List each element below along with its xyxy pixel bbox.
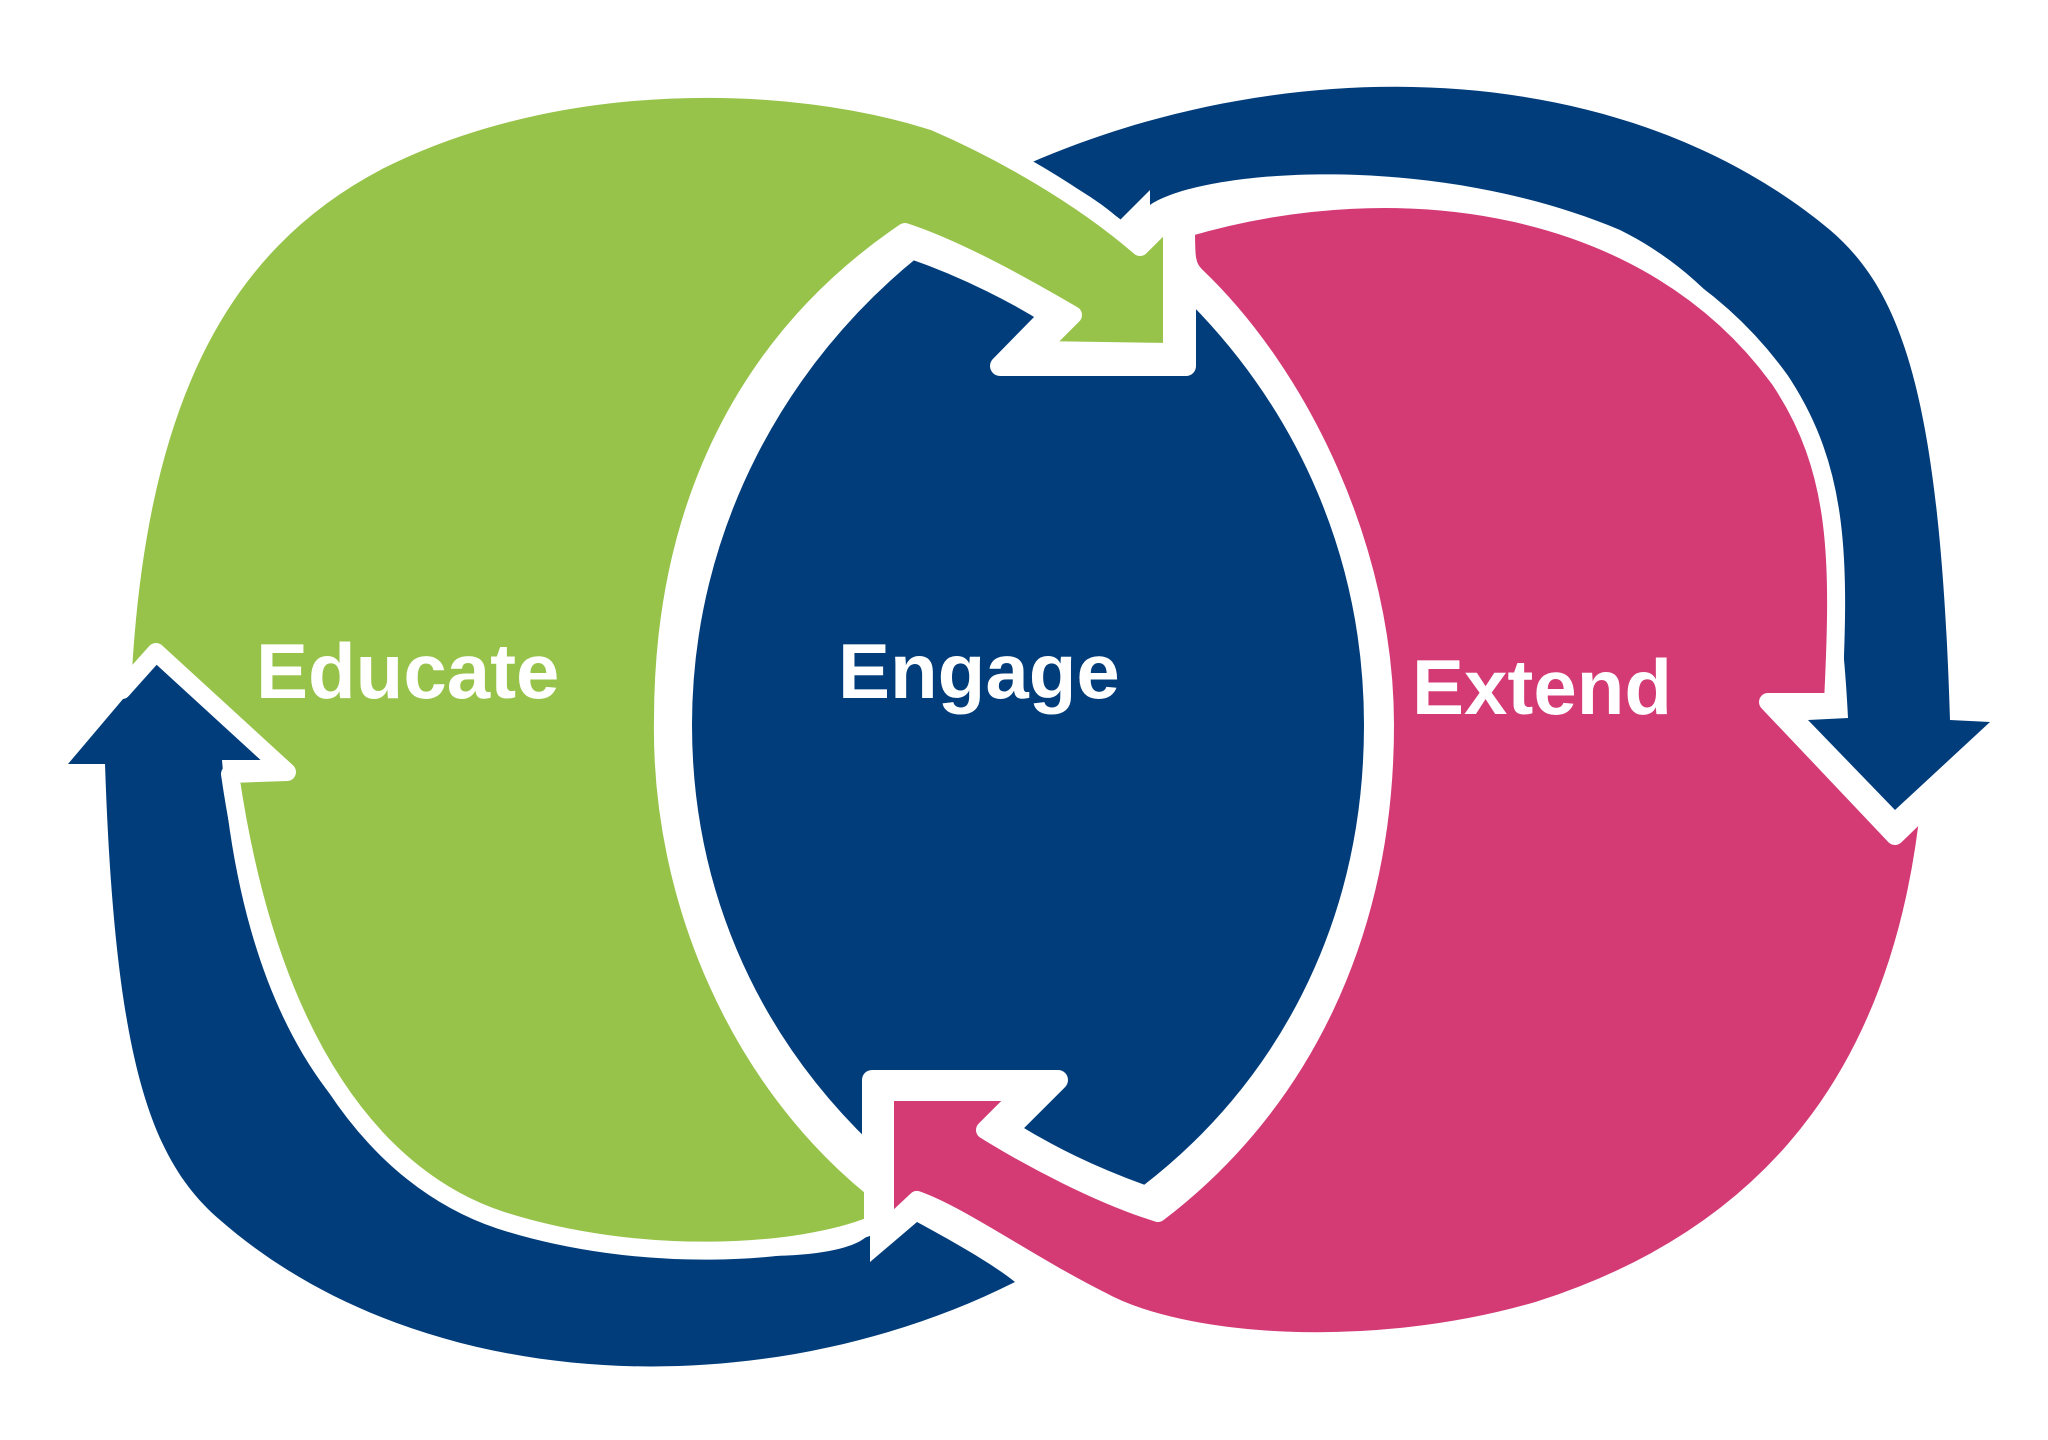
engage-label: Engage xyxy=(838,627,1120,715)
extend-label: Extend xyxy=(1412,643,1672,731)
engage-shape xyxy=(672,239,1384,1206)
cycle-arrow-top-right xyxy=(1030,86,1990,811)
cycle-arrow-bottom-left xyxy=(68,660,1015,1367)
educate-label: Educate xyxy=(256,627,559,715)
educate-shape xyxy=(113,79,1181,1260)
extend-shape xyxy=(876,190,1939,1351)
